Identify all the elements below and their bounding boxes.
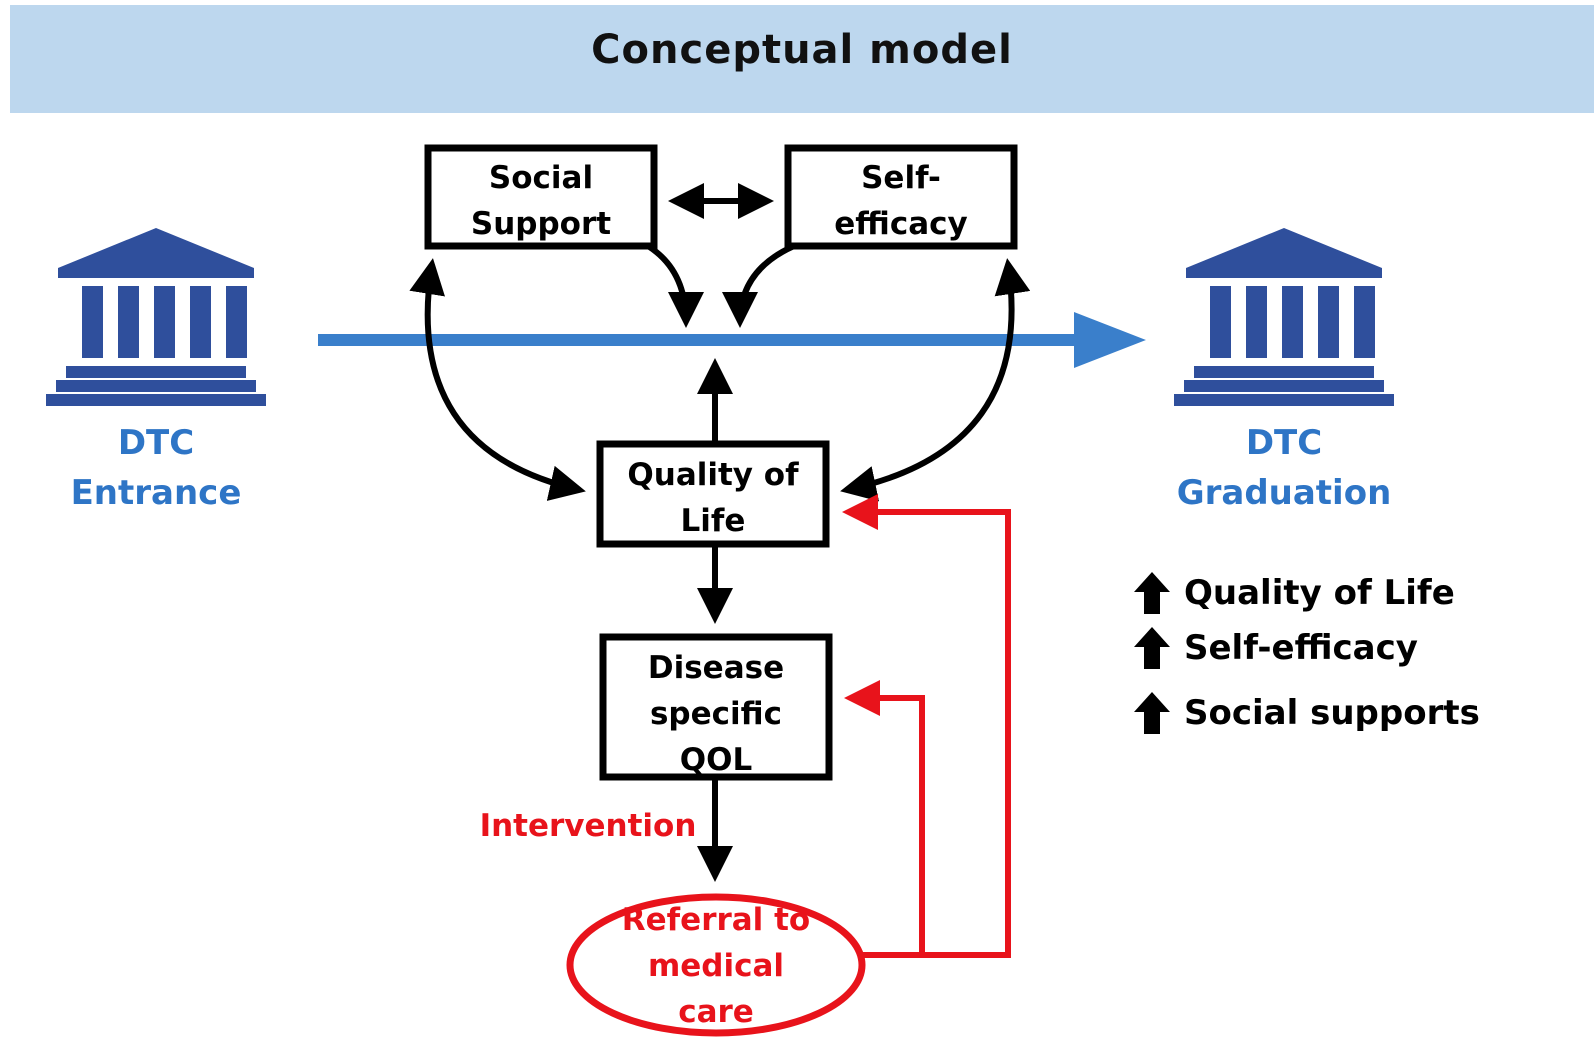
referral-label: Referral to medical care [621, 902, 811, 1030]
up-arrow-icon [1134, 572, 1170, 614]
self-efficacy-label: Self-efficacy [834, 160, 968, 242]
title-banner: Conceptual model [10, 5, 1594, 113]
disease-specific-qol-box [599, 633, 833, 781]
legend-item-quality-of-life: Quality of Life [1132, 568, 1455, 618]
red-arrow-referral-to-qol [842, 494, 1011, 958]
legend-item-self-efficacy: Self-efficacy [1132, 623, 1418, 673]
disease-specific-qol-label: Disease specific QOL [647, 650, 785, 778]
arrow-self-efficacy-to-timeline [722, 243, 796, 328]
timeline-arrow [318, 312, 1146, 368]
legend-label: Social supports [1184, 693, 1480, 733]
up-arrow-icon [1134, 627, 1170, 669]
building-icon-entrance [46, 228, 266, 406]
social-support-label: Social Support [470, 160, 612, 242]
referral-ellipse [566, 893, 866, 1037]
legend-label: Quality of Life [1184, 573, 1455, 613]
diagram-title: Conceptual model [591, 27, 1013, 73]
graduation-label-line2: Graduation [1176, 473, 1392, 513]
building-icon-graduation [1174, 228, 1394, 406]
intervention-label: Intervention [479, 808, 697, 844]
legend-label: Self-efficacy [1184, 628, 1418, 668]
up-arrow-icon [1134, 692, 1170, 734]
social-support-box [424, 144, 658, 250]
entrance-label: DTC Entrance [40, 418, 272, 518]
arrow-self-efficacy-qol [840, 258, 1031, 502]
quality-of-life-label: Quality of Life [627, 457, 799, 539]
legend-item-social-supports: Social supports [1132, 688, 1480, 738]
graduation-label: DTC Graduation [1168, 418, 1400, 518]
arrow-social-support-qol [409, 258, 586, 501]
self-efficacy-box [784, 144, 1018, 250]
red-arrow-referral-to-disease-qol [844, 680, 925, 958]
entrance-label-line2: Entrance [70, 473, 242, 513]
graduation-label-line1: DTC [1245, 423, 1323, 463]
entrance-label-line1: DTC [117, 423, 195, 463]
arrow-social-support-to-timeline [646, 243, 704, 328]
